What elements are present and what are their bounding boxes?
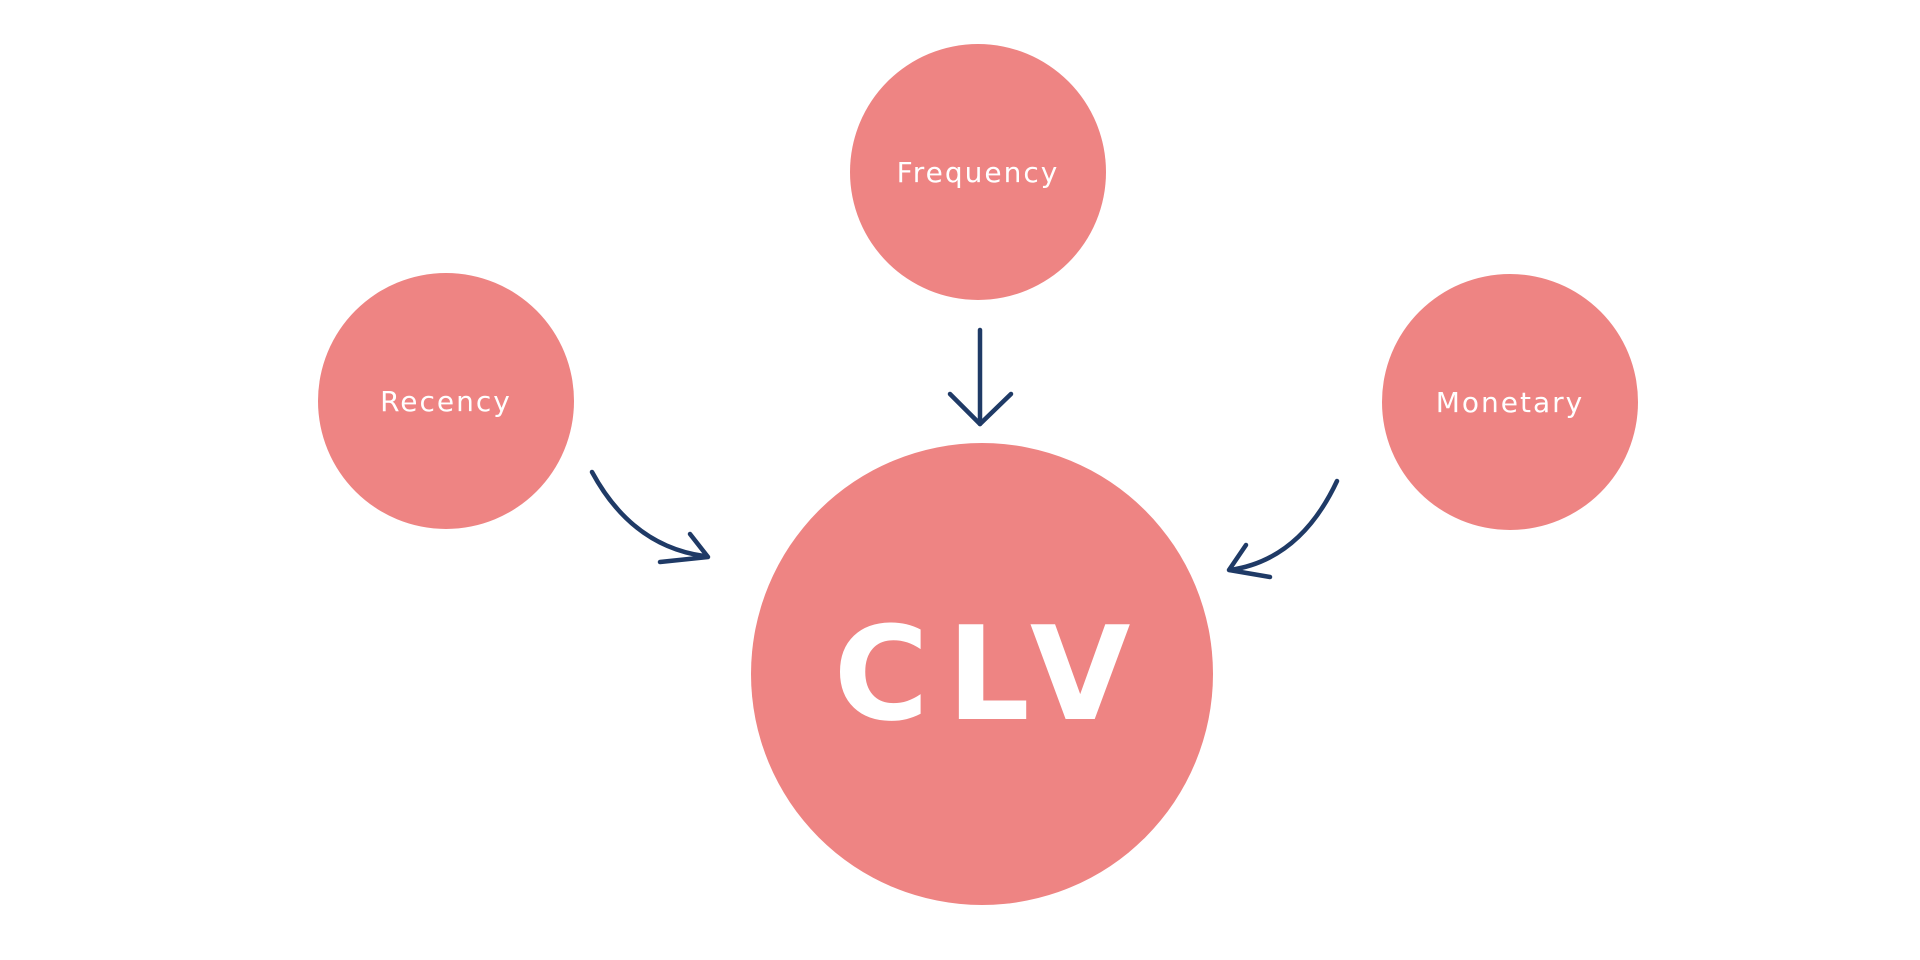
clv-node: CLV xyxy=(751,443,1213,905)
recency-node: Recency xyxy=(318,273,574,529)
frequency-label: Frequency xyxy=(896,155,1060,189)
clv-label: CLV xyxy=(833,598,1149,750)
monetary-node: Monetary xyxy=(1382,274,1638,530)
arrow-monetary-head xyxy=(1226,542,1273,580)
arrow-recency-to-clv xyxy=(589,469,711,565)
frequency-node: Frequency xyxy=(850,44,1106,300)
arrow-frequency-to-clv xyxy=(947,327,1014,427)
arrow-recency-head xyxy=(657,531,711,565)
arrow-recency-shaft xyxy=(589,469,707,559)
recency-label: Recency xyxy=(380,384,512,418)
monetary-label: Monetary xyxy=(1435,385,1585,419)
arrow-monetary-to-clv xyxy=(1226,478,1340,580)
arrow-frequency-head xyxy=(947,391,1014,427)
arrow-monetary-shaft xyxy=(1227,478,1340,573)
